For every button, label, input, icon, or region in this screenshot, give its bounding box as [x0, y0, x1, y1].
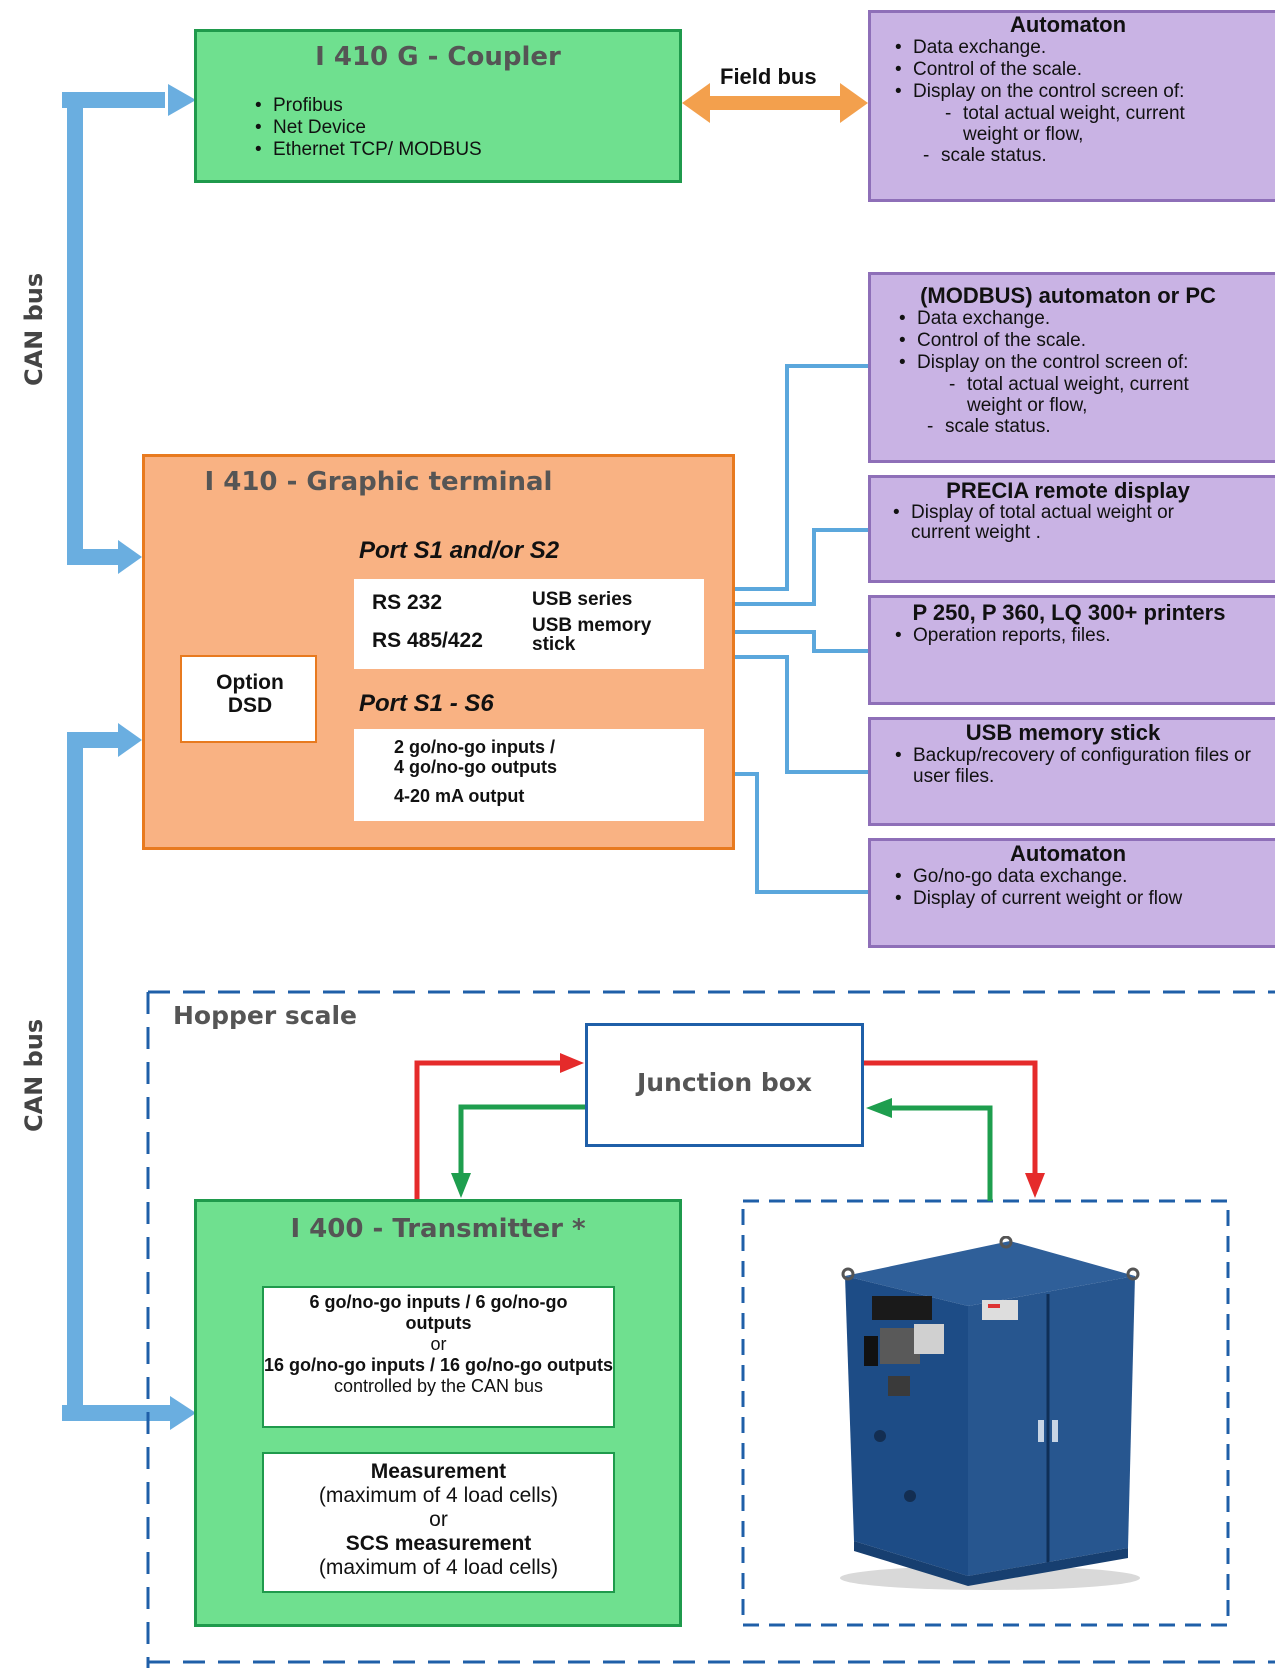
field-bus-arrowhead-left [682, 83, 710, 123]
wire-modbus [733, 364, 870, 591]
port12-box: RS 232 RS 485/422 USB series USB memory … [354, 579, 704, 669]
remote-display-box: PRECIA remote display Display of total a… [868, 475, 1275, 583]
hopper-label: Hopper scale [173, 1001, 357, 1030]
green-wire-left [458, 1104, 585, 1175]
usb-stick-box: USB memory stick Backup/recovery of conf… [868, 717, 1275, 826]
automaton-bottom-list: Go/no-go data exchange. Display of curre… [871, 866, 1275, 910]
green-arrowhead-transmitter [451, 1173, 471, 1198]
automaton-top-item: Display on the control screen of: [895, 81, 1275, 103]
can-bus-label-top: CAN bus [20, 272, 48, 386]
red-wire-right [862, 1060, 1038, 1175]
rs485-label: RS 485/422 [372, 629, 483, 652]
automaton-bottom-title: Automaton [1009, 841, 1127, 866]
red-arrowhead-scale [1025, 1173, 1045, 1198]
automaton-top-list: Data exchange. Control of the scale. Dis… [871, 37, 1275, 103]
usb-stick-item: Backup/recovery of configuration files o… [895, 745, 1258, 787]
coupler-title: I 410 G - Coupler [315, 42, 561, 72]
green-arrowhead-jb [866, 1098, 892, 1118]
red-arrowhead-jb [560, 1053, 584, 1073]
junction-box: Junction box [585, 1023, 864, 1147]
modbus-title: (MODBUS) automaton or PC [920, 283, 1216, 308]
modbus-subitem: total actual weight, current weight or f… [949, 374, 1207, 416]
scs-desc: (maximum of 4 load cells) [318, 1556, 559, 1579]
usb-series-label: USB series [532, 589, 633, 610]
automaton-bottom-box: Automaton Go/no-go data exchange. Displa… [868, 838, 1275, 948]
modbus-item: Data exchange. [899, 308, 1275, 330]
modbus-subitem: scale status. [927, 416, 1207, 437]
scale-image-frame [741, 1199, 1230, 1627]
modbus-item: Display on the control screen of: [899, 352, 1275, 374]
automaton-top-item: Control of the scale. [895, 59, 1275, 81]
io-option-1: 6 go/no-go inputs / 6 go/no-go outputs [309, 1292, 568, 1333]
usb-stick-list: Backup/recovery of configuration files o… [871, 745, 1258, 787]
terminal-title: I 410 - Graphic terminal [204, 467, 553, 497]
io-or: or [430, 1334, 447, 1354]
can-bus-arrowhead-terminal-2 [118, 723, 142, 757]
can-bus-arrow-bottom [67, 732, 170, 1421]
coupler-box: I 410 G - Coupler Profibus Net Device Et… [194, 29, 682, 183]
hopper-frame [146, 990, 1275, 1668]
modbus-box: (MODBUS) automaton or PC Data exchange. … [868, 272, 1275, 463]
junction-box-label: Junction box [636, 1068, 813, 1097]
measure-title: Measurement [370, 1460, 507, 1483]
field-bus-arrowhead-right [840, 83, 868, 123]
option-dsd-label: Option DSD [216, 671, 284, 717]
coupler-item: Ethernet TCP/ MODBUS [255, 139, 482, 161]
automaton-bottom-item: Display of current weight or flow [895, 888, 1275, 910]
transmitter-io-box: 6 go/no-go inputs / 6 go/no-go outputs o… [262, 1286, 615, 1428]
can-bus-arrowhead-terminal [118, 540, 142, 574]
automaton-top-sublist: total actual weight, current weight or f… [871, 103, 1203, 166]
printers-list: Operation reports, files. [871, 625, 1275, 647]
io-option-2: 16 go/no-go inputs / 16 go/no-go outputs [264, 1355, 613, 1375]
coupler-item: Net Device [255, 117, 482, 139]
usb-stick-title: USB memory stick [965, 720, 1161, 745]
analog-output-line: 4-20 mA output [394, 786, 525, 806]
port12-label: Port S1 and/or S2 [359, 537, 560, 564]
measure-desc: (maximum of 4 load cells) [318, 1484, 559, 1507]
automaton-top-title: Automaton [1009, 12, 1127, 37]
usb-stick-label: USB memory stick [532, 615, 652, 655]
coupler-item: Profibus [255, 95, 482, 117]
printers-item: Operation reports, files. [895, 625, 1275, 647]
automaton-top-subitem: total actual weight, current weight or f… [945, 103, 1203, 145]
coupler-list: Profibus Net Device Ethernet TCP/ MODBUS [253, 95, 482, 161]
can-bus-label-bottom: CAN bus [20, 1018, 48, 1132]
go-no-go-line2: 4 go/no-go outputs [394, 757, 557, 777]
transmitter-measure-box: Measurement (maximum of 4 load cells) or… [262, 1452, 615, 1593]
io-controlled: controlled by the CAN bus [333, 1376, 544, 1396]
transmitter-title: I 400 - Transmitter * [290, 1214, 586, 1244]
option-dsd-box: Option DSD [180, 655, 317, 743]
hopper-scale-image [840, 1236, 1140, 1590]
field-bus-label: Field bus [720, 64, 817, 89]
printers-title: P 250, P 360, LQ 300+ printers [912, 600, 1226, 625]
automaton-top-subitem: scale status. [923, 145, 1203, 166]
printers-box: P 250, P 360, LQ 300+ printers Operation… [868, 595, 1275, 705]
modbus-item: Control of the scale. [899, 330, 1275, 352]
remote-display-item: Display of total actual weight or curren… [893, 503, 1211, 543]
modbus-sublist: total actual weight, current weight or f… [871, 374, 1207, 437]
wire-printers [733, 630, 870, 653]
red-wire-left [414, 1060, 560, 1201]
terminal-box: I 410 - Graphic terminal Port S1 and/or … [142, 454, 735, 850]
green-wire-right [890, 1105, 993, 1201]
remote-display-list: Display of total actual weight or curren… [871, 503, 1211, 543]
go-no-go-line1: 2 go/no-go inputs / [394, 737, 555, 757]
measure-or: or [429, 1508, 448, 1531]
port16-box: 2 go/no-go inputs / 4 go/no-go outputs 4… [354, 729, 704, 821]
transmitter-box: I 400 - Transmitter * 6 go/no-go inputs … [194, 1199, 682, 1627]
automaton-bottom-item: Go/no-go data exchange. [895, 866, 1275, 888]
wire-automaton-bottom [733, 772, 870, 894]
rs232-label: RS 232 [372, 591, 443, 614]
automaton-top-box: Automaton Data exchange. Control of the … [868, 10, 1275, 202]
scs-title: SCS measurement [345, 1532, 532, 1555]
can-bus-arrowhead-coupler [168, 84, 196, 116]
wire-usb-stick [733, 655, 870, 774]
automaton-top-item: Data exchange. [895, 37, 1275, 59]
wire-remote-display [733, 528, 870, 606]
can-bus-arrowhead-transmitter [170, 1396, 196, 1430]
port16-label: Port S1 - S6 [359, 690, 494, 717]
remote-display-title: PRECIA remote display [946, 478, 1190, 503]
modbus-list: Data exchange. Control of the scale. Dis… [871, 308, 1275, 374]
